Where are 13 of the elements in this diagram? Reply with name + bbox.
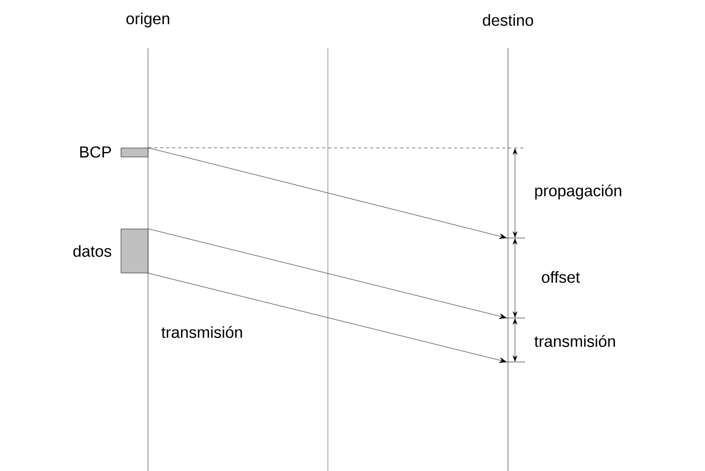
block	[120, 228, 148, 274]
arrow	[148, 228, 507, 319]
arrow	[148, 148, 507, 239]
annotation-label: transmisión	[161, 326, 242, 338]
timeline-label: destino	[482, 14, 534, 26]
timeline-label: origen	[126, 12, 170, 28]
annotation-label: offset	[542, 271, 580, 283]
annotation-label: transmisión	[534, 335, 615, 347]
block-label: BCP	[80, 146, 111, 158]
block	[120, 148, 148, 158]
annotation-label: propagación	[535, 184, 622, 200]
arrow	[148, 273, 507, 363]
block-label: datos	[73, 245, 112, 257]
